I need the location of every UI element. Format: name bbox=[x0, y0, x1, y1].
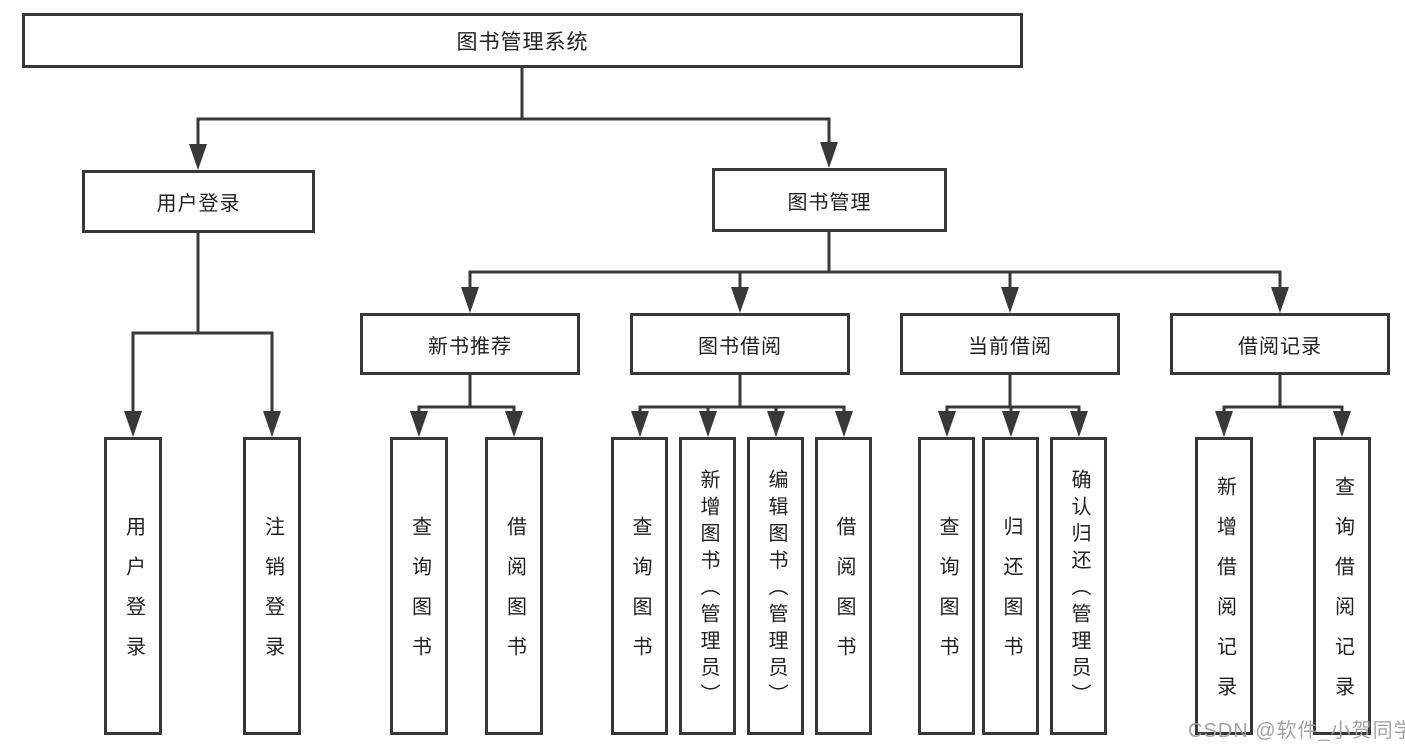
csdn-watermark: CSDN @软件_小贺同学 bbox=[1188, 720, 1405, 742]
node-label: 当前借阅 bbox=[968, 335, 1052, 358]
node-leaf-borrow-books: 借阅图书 bbox=[815, 437, 872, 735]
node-leaf-logout: 注销登录 bbox=[243, 437, 301, 735]
node-leaf-query-books-borrow: 查询图书 bbox=[611, 437, 668, 735]
node-book-management: 图书管理 bbox=[712, 168, 947, 232]
node-label: 查询图书 bbox=[408, 516, 431, 676]
node-leaf-add-borrow-record: 新增借阅记录 bbox=[1195, 437, 1253, 735]
node-label: 用户登录 bbox=[156, 193, 241, 215]
node-label: 查询图书 bbox=[629, 516, 651, 676]
node-label: 注销登录 bbox=[261, 516, 284, 676]
node-label: 新书推荐 bbox=[428, 335, 512, 358]
node-borrowing-records: 借阅记录 bbox=[1170, 313, 1390, 375]
node-label: 借阅图书 bbox=[833, 516, 855, 676]
node-label: 编辑图书（管理员） bbox=[765, 468, 787, 710]
node-new-book-recommend: 新书推荐 bbox=[360, 313, 580, 375]
node-label: 图书管理 bbox=[787, 191, 872, 214]
node-label: 用户登录 bbox=[122, 516, 145, 676]
node-label: 借阅图书 bbox=[503, 516, 526, 676]
node-label: 查询图书 bbox=[936, 516, 958, 676]
node-book-borrowing: 图书借阅 bbox=[630, 313, 850, 375]
node-leaf-add-books-admin: 新增图书（管理员） bbox=[679, 437, 736, 735]
node-leaf-query-books-current: 查询图书 bbox=[918, 437, 975, 735]
node-label: 借阅记录 bbox=[1238, 335, 1322, 358]
node-leaf-return-books: 归还图书 bbox=[982, 437, 1039, 735]
node-leaf-borrow-books-recommend: 借阅图书 bbox=[485, 437, 543, 735]
node-label: 确认归还（管理员） bbox=[1068, 468, 1090, 710]
node-leaf-user-login: 用户登录 bbox=[104, 437, 162, 735]
node-label: 归还图书 bbox=[1000, 516, 1022, 676]
node-label: 新增图书（管理员） bbox=[697, 468, 719, 710]
node-library-management-system: 图书管理系统 bbox=[22, 13, 1023, 68]
node-label: 图书借阅 bbox=[698, 335, 782, 358]
node-leaf-confirm-return-admin: 确认归还（管理员） bbox=[1050, 437, 1107, 735]
node-leaf-query-borrow-record: 查询借阅记录 bbox=[1313, 437, 1371, 735]
node-label: 新增借阅记录 bbox=[1213, 476, 1236, 716]
node-label: 查询借阅记录 bbox=[1331, 476, 1354, 716]
node-label: 图书管理系统 bbox=[456, 30, 589, 54]
node-user-login: 用户登录 bbox=[82, 170, 315, 233]
node-leaf-edit-books-admin: 编辑图书（管理员） bbox=[747, 437, 804, 735]
node-leaf-query-books-recommend: 查询图书 bbox=[390, 437, 448, 735]
node-current-borrowing: 当前借阅 bbox=[900, 313, 1120, 375]
